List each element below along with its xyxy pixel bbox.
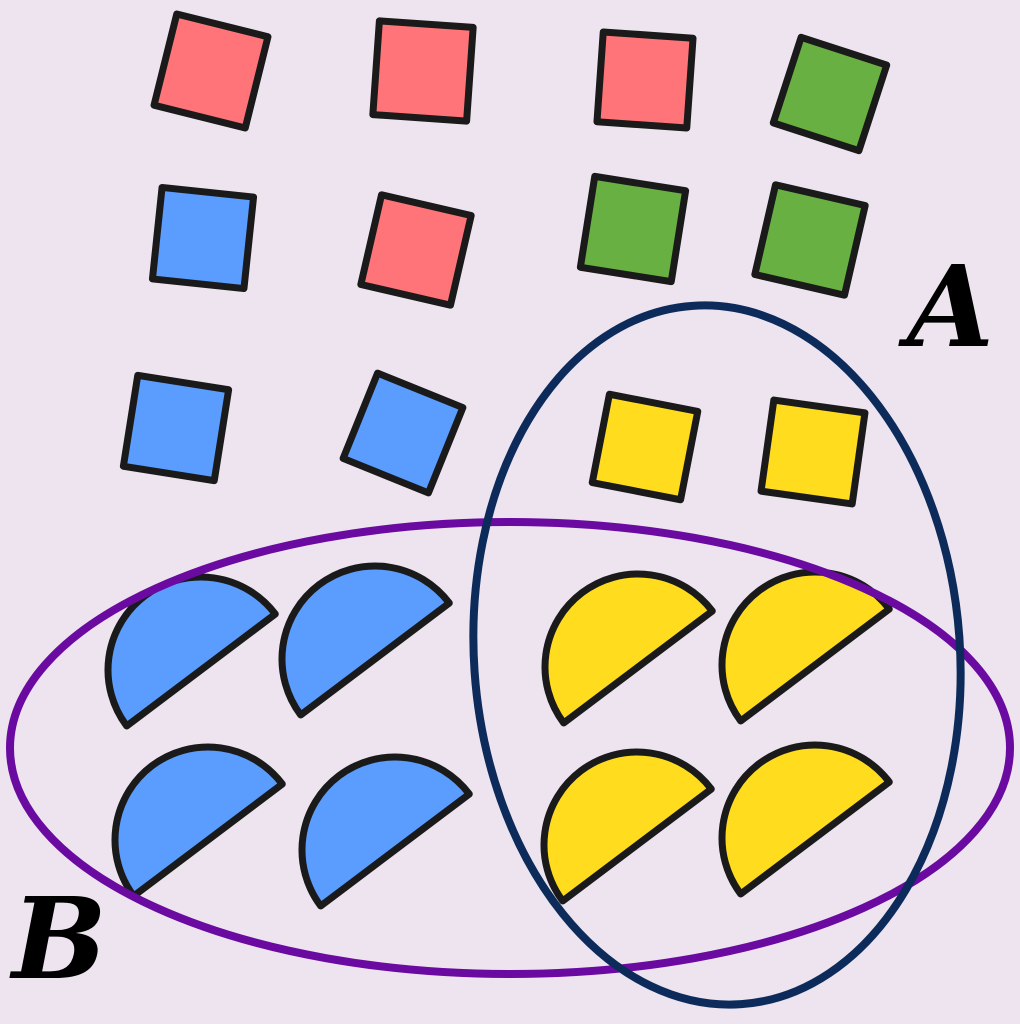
square-red [150, 10, 272, 132]
semicircle-yellow [541, 570, 716, 727]
square-yellow [757, 396, 869, 508]
semicircle-yellow [540, 748, 715, 905]
semicircle-blue [111, 743, 286, 900]
square-blue [119, 371, 233, 485]
semicircle-blue [298, 753, 473, 910]
square-green [576, 172, 690, 286]
set-a-ellipse [469, 301, 965, 1009]
set-b-ellipse [6, 518, 1014, 978]
semicircle-yellow [718, 741, 893, 898]
square-yellow [588, 390, 702, 504]
square-blue [339, 369, 467, 497]
squares-group [119, 10, 891, 508]
set-b-label: B [9, 874, 107, 1005]
square-green [769, 33, 891, 155]
semicircle-blue [278, 562, 453, 719]
square-blue [148, 183, 258, 293]
square-red [369, 17, 477, 125]
square-green [751, 181, 869, 299]
square-red [593, 28, 697, 132]
set-a-label: A [898, 242, 994, 373]
semicircles-group [104, 562, 893, 910]
square-red [357, 191, 475, 309]
